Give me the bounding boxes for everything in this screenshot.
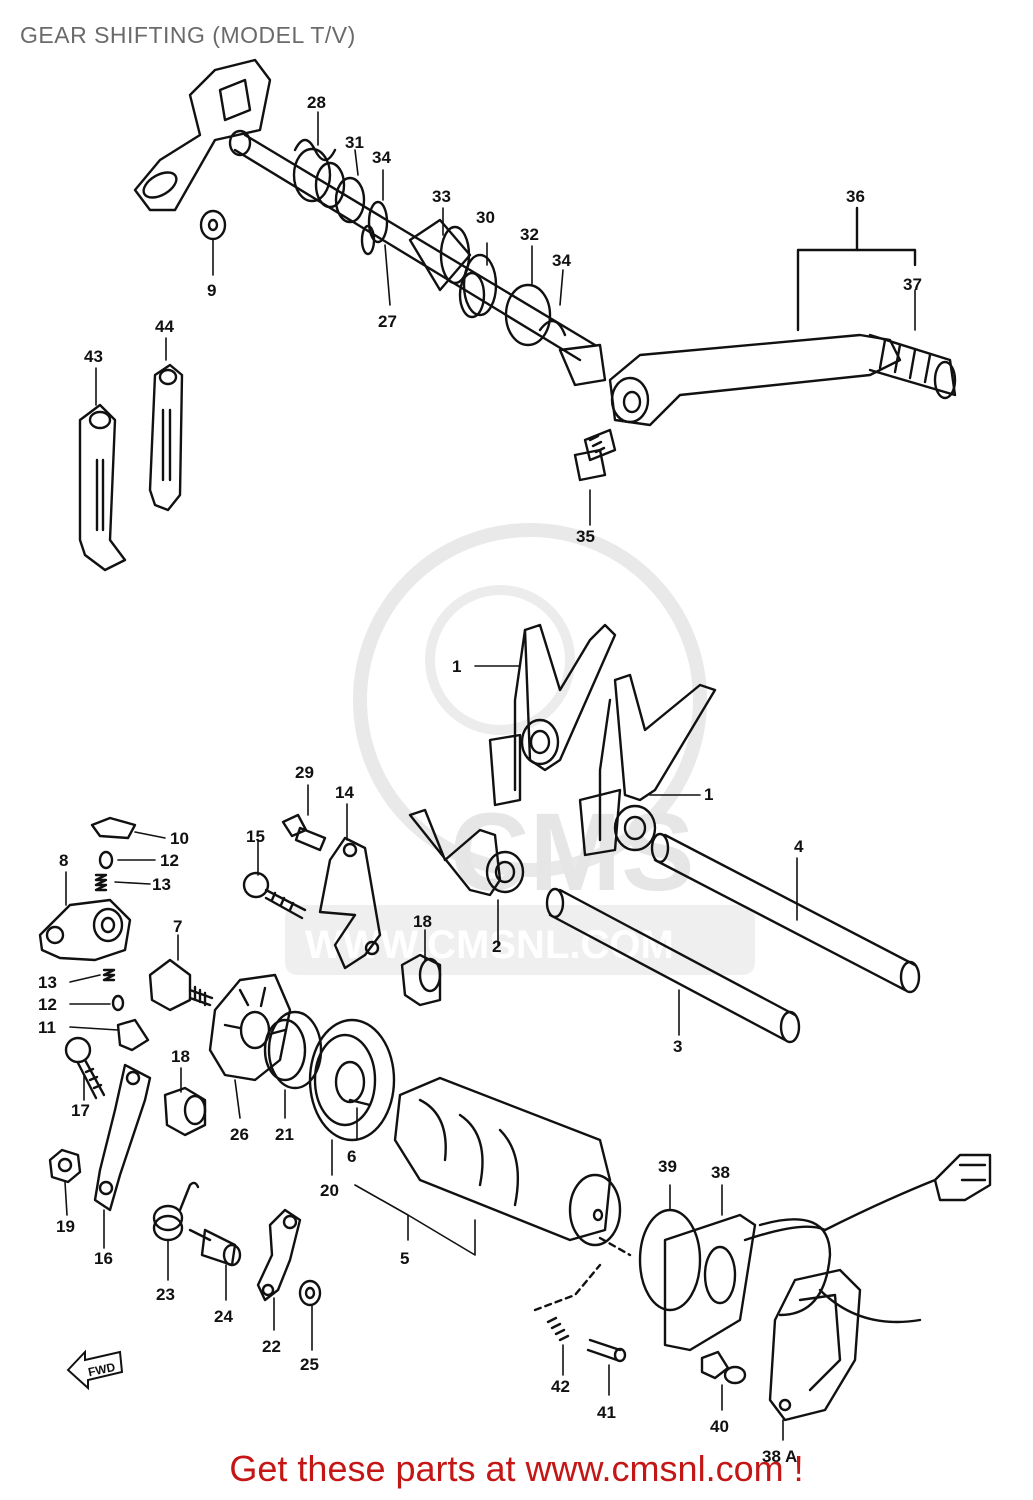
footer-link[interactable]: Get these parts at www.cmsnl.com ! xyxy=(229,1448,804,1489)
callout-35: 35 xyxy=(576,527,595,546)
callout-14: 14 xyxy=(335,783,354,802)
callout-44: 44 xyxy=(155,317,174,336)
callout-30: 30 xyxy=(476,208,495,227)
callout-42: 42 xyxy=(551,1377,570,1396)
callout-23: 23 xyxy=(156,1285,175,1304)
callout-27: 27 xyxy=(378,312,397,331)
callout-9: 9 xyxy=(207,281,216,300)
callout-43: 43 xyxy=(84,347,103,366)
callout-18: 18 xyxy=(171,1047,190,1066)
callout-1-top: 1 xyxy=(452,657,461,676)
callout-5: 5 xyxy=(400,1249,409,1268)
watermark: CMS WWW.CMSNL.COM xyxy=(285,523,755,975)
callout-36: 36 xyxy=(846,187,865,206)
callout-13-top: 13 xyxy=(152,875,171,894)
shift-links xyxy=(78,363,184,572)
callout-31: 31 xyxy=(345,133,364,152)
callout-40: 40 xyxy=(710,1417,729,1436)
callout-18-top: 18 xyxy=(413,912,432,931)
callout-1-right: 1 xyxy=(704,785,713,804)
callout-26: 26 xyxy=(230,1125,249,1144)
callout-15: 15 xyxy=(246,827,265,846)
callout-3: 3 xyxy=(673,1037,682,1056)
switch-parts xyxy=(533,1153,992,1422)
callout-labels: 28 31 34 33 30 32 34 36 37 9 27 44 43 35… xyxy=(38,93,922,1466)
callout-34: 34 xyxy=(552,251,571,270)
shift-forks xyxy=(408,623,921,1044)
callout-34-top: 34 xyxy=(372,148,391,167)
callout-28: 28 xyxy=(307,93,326,112)
callout-32: 32 xyxy=(520,225,539,244)
leader-lines xyxy=(64,111,916,1441)
callout-38: 38 xyxy=(711,1163,730,1182)
stopper-parts xyxy=(38,813,622,1307)
callout-8: 8 xyxy=(59,851,68,870)
callout-7: 7 xyxy=(173,917,182,936)
callout-11: 11 xyxy=(38,1018,56,1037)
callout-39: 39 xyxy=(658,1157,677,1176)
callout-41: 41 xyxy=(597,1403,616,1422)
callout-12-top: 12 xyxy=(160,851,179,870)
callout-25: 25 xyxy=(300,1355,319,1374)
callout-22: 22 xyxy=(262,1337,281,1356)
callout-2: 2 xyxy=(492,937,501,956)
callout-10: 10 xyxy=(170,829,189,848)
callout-4: 4 xyxy=(794,837,804,856)
callout-6: 6 xyxy=(347,1147,356,1166)
callout-12: 12 xyxy=(38,995,57,1014)
fwd-label: FWD xyxy=(87,1360,117,1379)
watermark-url-text: WWW.CMSNL.COM xyxy=(305,923,674,967)
callout-33: 33 xyxy=(432,187,451,206)
page-title: GEAR SHIFTING (MODEL T/V) xyxy=(20,22,356,48)
callout-20: 20 xyxy=(320,1181,339,1200)
fwd-arrow-icon: FWD xyxy=(66,1349,124,1391)
shift-shaft-assembly xyxy=(133,58,957,482)
callout-17: 17 xyxy=(71,1101,90,1120)
callout-24: 24 xyxy=(214,1307,233,1326)
callout-37: 37 xyxy=(903,275,922,294)
callout-19: 19 xyxy=(56,1217,75,1236)
callout-21: 21 xyxy=(275,1125,294,1144)
callout-16: 16 xyxy=(94,1249,113,1268)
callout-38a: 38 A xyxy=(762,1447,797,1466)
callout-13: 13 xyxy=(38,973,57,992)
callout-29: 29 xyxy=(295,763,314,782)
